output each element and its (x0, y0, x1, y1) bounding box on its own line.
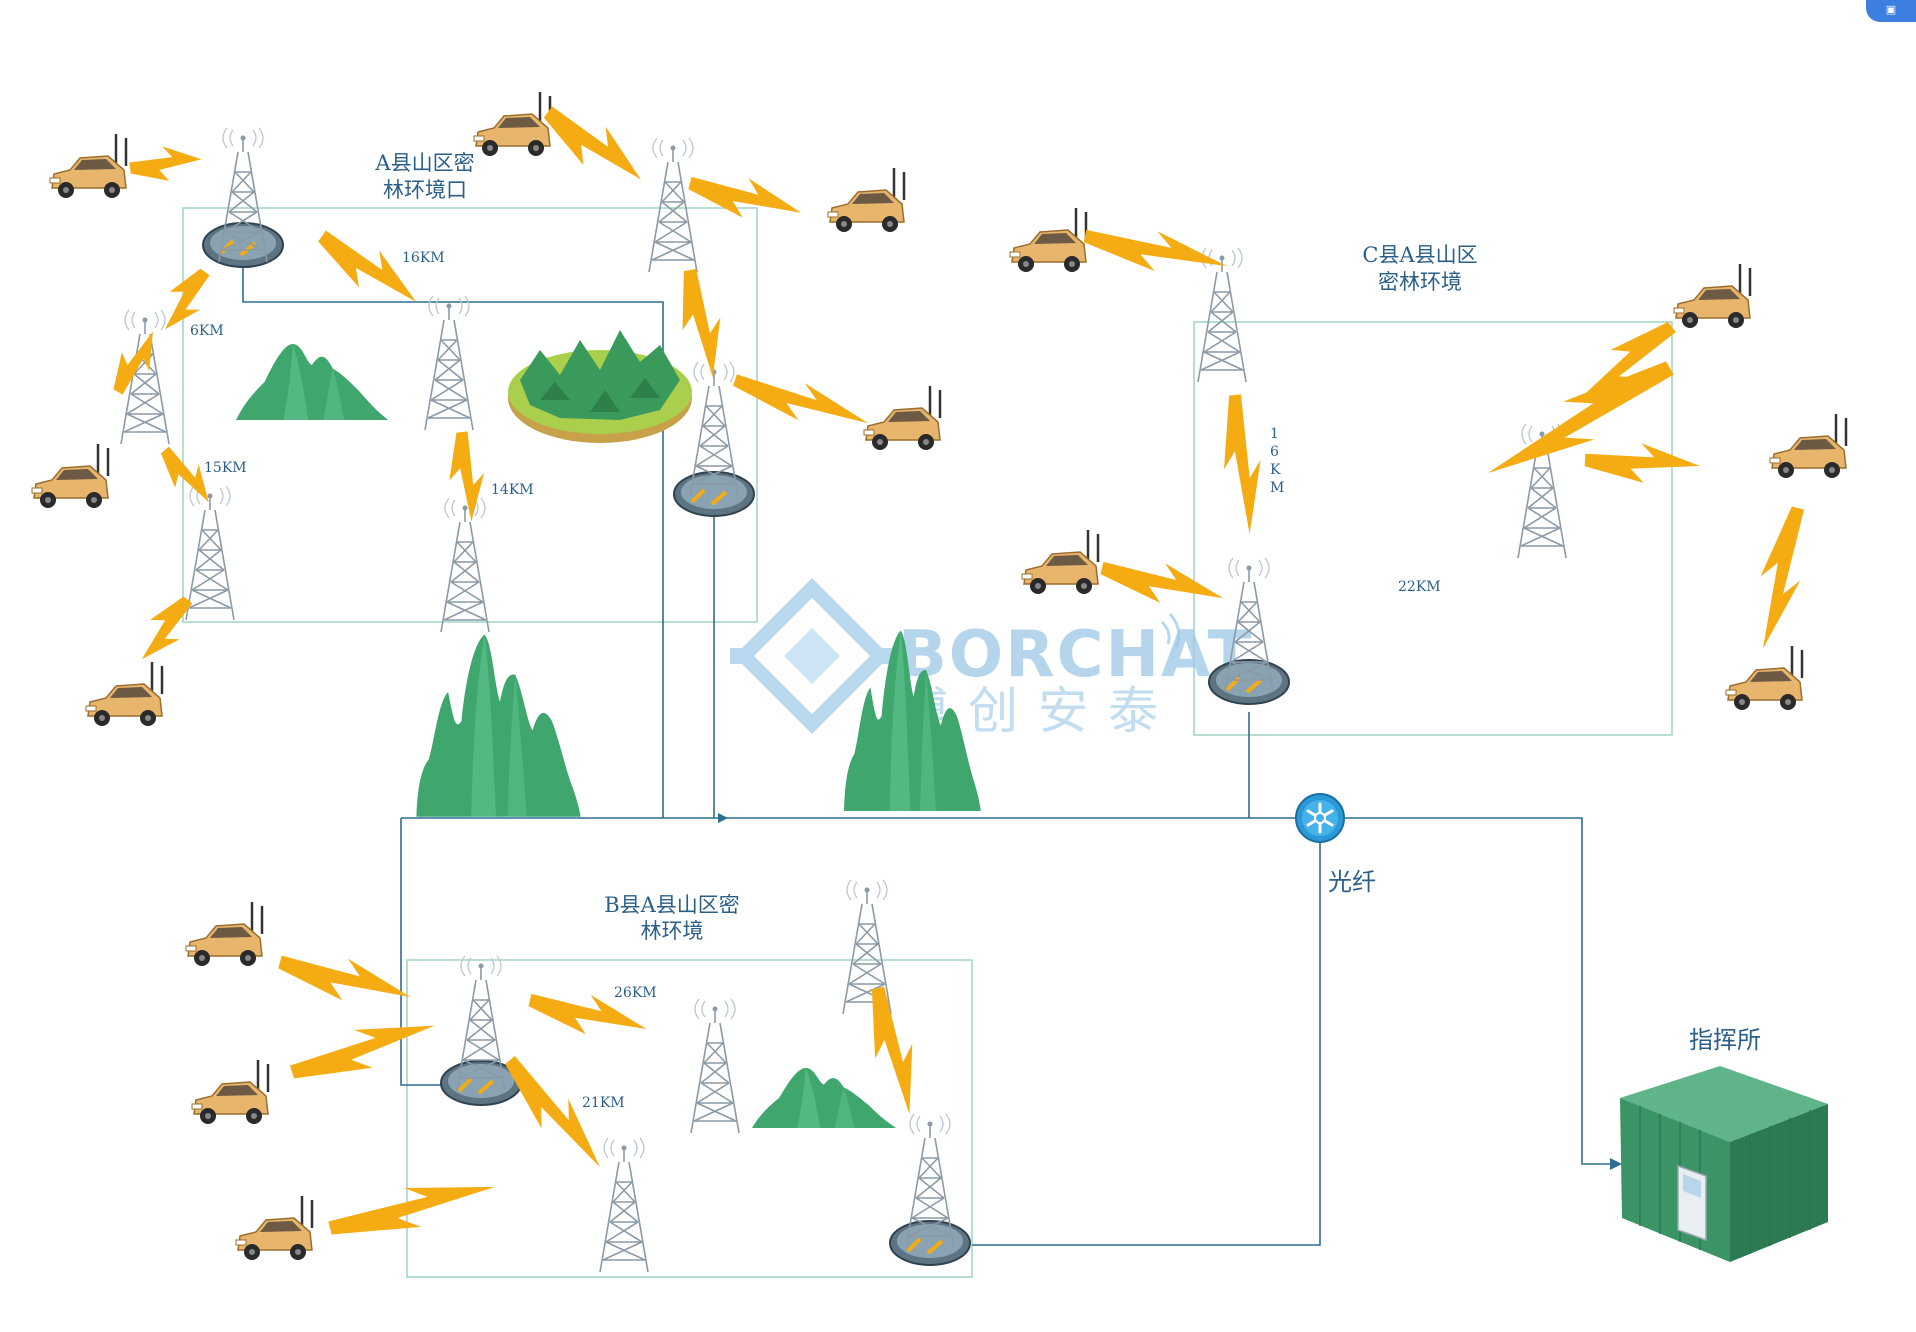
distance-label: 15KM (204, 460, 247, 476)
vehicle-icon (30, 442, 110, 510)
vehicle-icon (826, 166, 906, 234)
signal-bolt-icon (729, 362, 874, 442)
region-a-label: A县山区密 (374, 151, 474, 175)
distance-label: 21KM (582, 1095, 625, 1111)
distance-label: M (1270, 480, 1284, 496)
signal-bolt-icon (1216, 393, 1269, 537)
forest-island-icon (508, 330, 692, 443)
signal-bolt-icon (535, 94, 654, 198)
vehicle-icon (84, 660, 164, 728)
signal-bolt-icon (152, 439, 222, 513)
distance-label: K (1270, 462, 1281, 478)
mountain-icon (236, 344, 388, 420)
signal-bolt-icon (494, 1047, 616, 1180)
region-a-box (182, 207, 758, 623)
tower-icon (1197, 247, 1247, 383)
signal-bolt-icon (1475, 347, 1682, 494)
signal-bolt-icon (103, 323, 168, 401)
vehicle-icon (1020, 528, 1100, 596)
region-b-label: B县A县山区密 (604, 893, 740, 917)
signal-bolt-icon (1097, 548, 1229, 618)
region-c-label: C县A县山区 (1362, 243, 1477, 267)
tower-icon (648, 137, 698, 273)
region-b-box (406, 959, 973, 1278)
vehicle-icon (472, 90, 552, 158)
watermark-brand: BORCHAT (898, 618, 1253, 692)
distance-label: 22KM (1398, 579, 1441, 595)
distance-label: 14KM (491, 482, 534, 498)
command-post-label: 指挥所 (1689, 1026, 1761, 1054)
tower-icon (440, 497, 490, 633)
vehicle-icon (1724, 644, 1804, 712)
vehicle-icon (48, 132, 128, 200)
tower-icon (424, 295, 474, 431)
vehicle-icon (190, 1058, 270, 1126)
tall-mountain-icon (416, 634, 581, 817)
watermark: BORCHAT 博创安泰 (730, 578, 1253, 740)
signal-bolt-icon (858, 983, 929, 1119)
region-c-box (1193, 321, 1673, 736)
signal-bolt-icon (285, 1005, 442, 1092)
signal-bolt-icon (670, 265, 733, 382)
tower-base-icon (201, 221, 285, 269)
fiber-label: 光纤 (1328, 868, 1376, 896)
fiber-hub-icon (1295, 793, 1345, 843)
vehicle-icon (1768, 412, 1848, 480)
tower-icon (185, 485, 235, 621)
distance-label: 16KM (402, 250, 445, 266)
arrow-into-hub (718, 813, 728, 823)
watermark-logo-icon (730, 578, 894, 734)
signal-bolt-icon (127, 589, 202, 670)
tower-icon (690, 998, 740, 1134)
signal-bolt-icon (1743, 503, 1818, 654)
distance-label: 6KM (190, 323, 224, 339)
signal-bolt-icon (274, 941, 416, 1018)
region-c-label: 密林环境 (1378, 270, 1462, 294)
tower-icon (599, 1137, 649, 1273)
region-b-label: 林环境 (641, 919, 704, 943)
fiber-lines (242, 265, 1610, 1246)
region-a-label: 林环境口 (383, 178, 467, 202)
signal-bolt-icon (127, 141, 204, 186)
vehicle-icon (184, 900, 264, 968)
vehicle-icon (1672, 262, 1752, 330)
vehicle-icon (862, 384, 942, 452)
signal-bolt-icon (1583, 440, 1701, 486)
vehicle-icon (1008, 206, 1088, 274)
tower-base-icon (888, 1219, 972, 1267)
distance-label: 26KM (614, 985, 657, 1001)
signal-bolt-icon (310, 218, 429, 320)
tower-base-icon (672, 470, 756, 518)
tower-base-icon (1207, 658, 1291, 706)
watermark-wifi-icon (1160, 613, 1181, 649)
arrow-into-command-post (1610, 1158, 1622, 1170)
signal-bolt-icon (324, 1166, 501, 1249)
corner-badge[interactable]: ▣ (1866, 0, 1916, 22)
corner-badge-icon: ▣ (1885, 3, 1897, 16)
mountain-icon (752, 1068, 896, 1128)
command-post-building-icon (1620, 1066, 1828, 1262)
distance-label: 1 (1270, 426, 1279, 442)
distance-label: 6 (1270, 444, 1279, 460)
vehicle-icon (234, 1194, 314, 1262)
signal-bolt-icon (684, 163, 807, 232)
signal-bolt-icon (1080, 216, 1231, 286)
